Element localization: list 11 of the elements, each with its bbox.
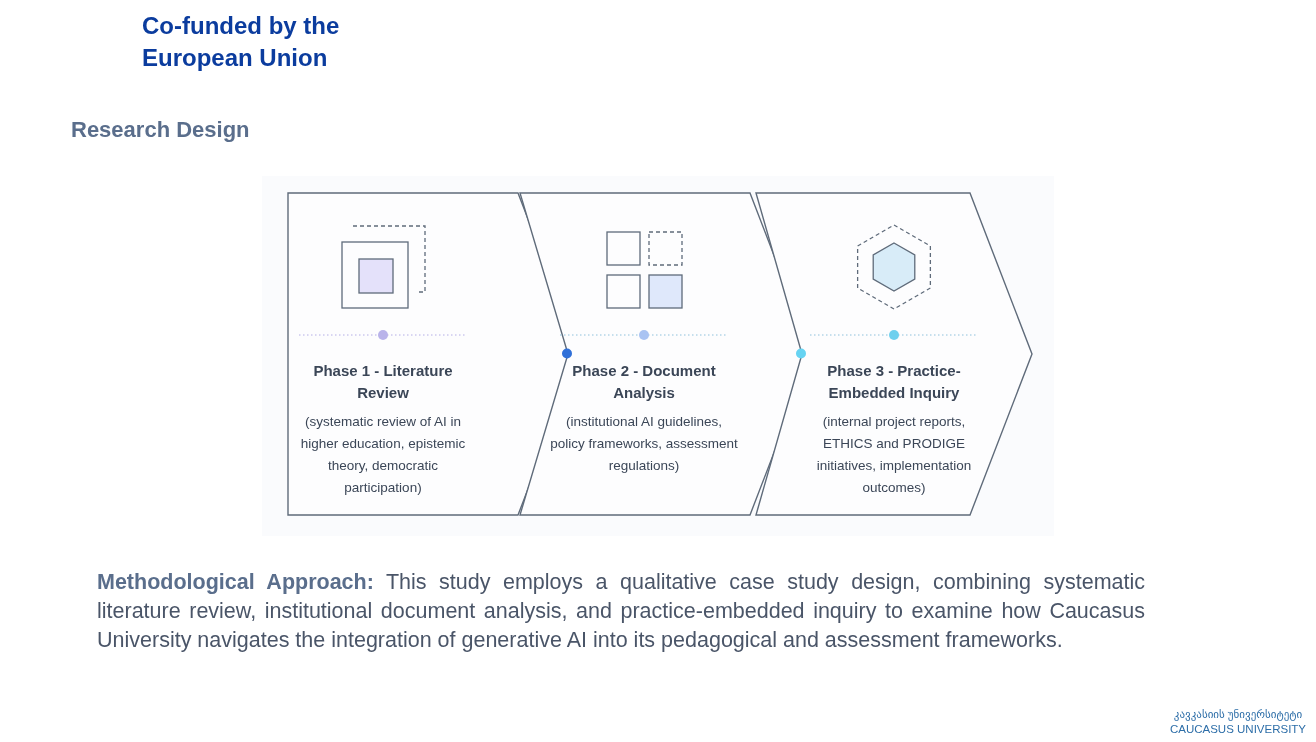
phase-heading: Phase 2 - Document Analysis bbox=[571, 361, 717, 403]
title: Research Design bbox=[71, 117, 250, 143]
methodology-paragraph: Methodological Approach: This study employs a qualitative case study design, combining systematic literature review, institutional document analysis, and practice-embedded inquiry to examine how Caucasus University navigates the integration of generative AI into its pedagogical and assessment frameworks. bbox=[97, 569, 1145, 654]
university-name: CAUCASUS UNIVERSITY bbox=[1168, 722, 1308, 736]
phase-description: (internal project reports, ETHICS and PRODIGE initiatives, implementation outcomes) bbox=[815, 413, 973, 497]
phase-description: (systematic review of AI in higher education, epistemic theory, democratic participation) bbox=[299, 413, 467, 497]
university-name: კავკასიის უნივერსიტეტი bbox=[1172, 707, 1304, 721]
phase-heading: Phase 1 - Literature Review bbox=[312, 361, 454, 403]
phase-description: (institutional AI guidelines, policy frameworks, assessment regulations) bbox=[549, 413, 739, 475]
funding-statement: Co-funded by the European Union bbox=[142, 11, 341, 73]
phase-heading: Phase 3 - Practice-Embedded Inquiry bbox=[826, 361, 962, 403]
